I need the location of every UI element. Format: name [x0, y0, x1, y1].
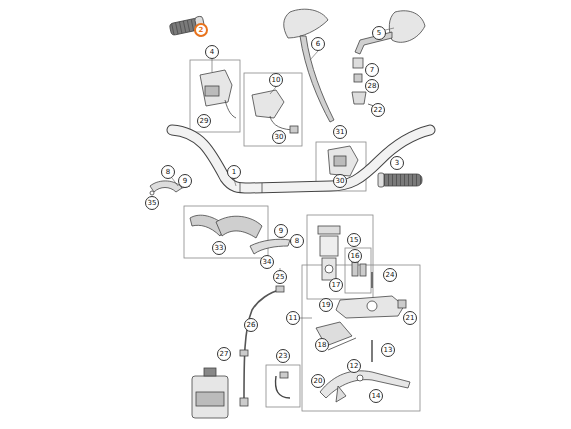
callout-number: 25 — [273, 270, 287, 284]
callout-number: 7 — [365, 63, 379, 77]
callout-number: 19 — [319, 298, 333, 312]
callout-number: 24 — [383, 268, 397, 282]
callout-number: 13 — [381, 343, 395, 357]
callout-number: 9 — [274, 224, 288, 238]
leader-lines — [172, 26, 394, 318]
callout-number: 27 — [217, 347, 231, 361]
callout-number: 3 — [390, 156, 404, 170]
callout-number: 11 — [286, 311, 300, 325]
callout-number: 16 — [348, 249, 362, 263]
callout-number: 33 — [212, 241, 226, 255]
callout-number: 10 — [269, 73, 283, 87]
callout-number: 6 — [311, 37, 325, 51]
callout-number: 1 — [227, 165, 241, 179]
callout-number: 29 — [197, 114, 211, 128]
callout-number: 8 — [161, 165, 175, 179]
callout-number: 14 — [369, 389, 383, 403]
callout-number: 15 — [347, 233, 361, 247]
callout-number: 22 — [371, 103, 385, 117]
callout-number: 31 — [333, 125, 347, 139]
callout-number: 9 — [178, 174, 192, 188]
callout-number: 23 — [276, 349, 290, 363]
group-frames — [184, 60, 420, 411]
callout-number: 5 — [372, 26, 386, 40]
callout-number: 20 — [311, 374, 325, 388]
callout-number: 2 — [194, 23, 208, 37]
callout-number: 30 — [272, 130, 286, 144]
callout-number: 30 — [333, 174, 347, 188]
callout-number: 28 — [365, 79, 379, 93]
callout-number: 34 — [260, 255, 274, 269]
callout-number: 26 — [244, 318, 258, 332]
callout-number: 8 — [290, 234, 304, 248]
callout-number: 4 — [205, 45, 219, 59]
callout-number: 18 — [315, 338, 329, 352]
callout-number: 35 — [145, 196, 159, 210]
callout-number: 21 — [403, 311, 417, 325]
callout-number: 17 — [329, 278, 343, 292]
parts — [150, 9, 430, 418]
callout-number: 12 — [347, 359, 361, 373]
